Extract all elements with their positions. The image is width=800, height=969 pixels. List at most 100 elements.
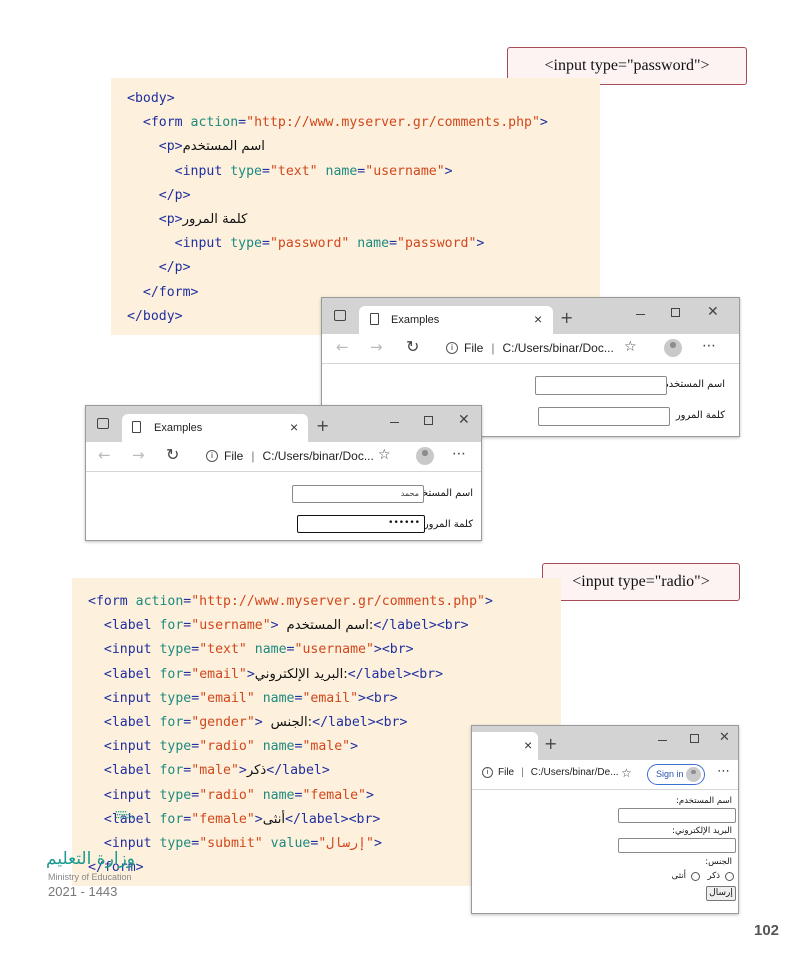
gender-label: الجنس: [705,857,732,867]
code-token: = [183,715,192,731]
code-token: "female" [191,811,255,827]
refresh-icon[interactable]: ↻ [406,337,420,356]
back-icon[interactable]: ← [336,338,349,356]
username-input[interactable] [535,376,667,395]
back-icon[interactable]: ← [98,446,111,464]
code-token: "password" [397,236,477,252]
tab-examples[interactable]: × [472,732,538,760]
profile-avatar[interactable] [664,339,682,357]
code-token: "radio" [199,787,255,803]
close-window-icon[interactable]: ✕ [458,412,470,428]
code-token: = [183,618,192,634]
tab-examples[interactable]: Examples × [359,306,553,334]
new-tab-icon[interactable]: + [316,416,330,435]
favorite-icon[interactable]: ☆ [378,447,391,463]
password-input[interactable]: •••••• [297,515,425,533]
code-token: </form> [88,860,144,876]
code-token: > [485,594,493,609]
code-token: type [230,236,262,252]
forward-icon[interactable]: → [370,338,383,356]
password-label: كلمة المرور [675,410,725,421]
favorite-icon[interactable]: ☆ [621,766,632,780]
code-token: name [357,236,390,252]
code-line: </form> [127,281,548,305]
code-token: </p> [127,187,191,203]
maximize-icon[interactable] [671,308,680,317]
address-separator: | [251,449,255,463]
info-icon: i [446,342,458,354]
more-options-icon[interactable]: ⋯ [452,446,466,462]
code-token [247,642,255,657]
address-separator: | [521,767,524,778]
code-line: <input type="radio" name="male"> [88,735,493,759]
address-toolbar: ← → ↻ i File | C:/Users/binar/Doc... ☆ ⋯ [322,334,739,364]
username-input[interactable]: محمد [292,485,424,503]
address-prefix: File [224,449,244,463]
code-line: <form action="http://www.myserver.gr/com… [88,590,493,614]
code-line: <input type="text" name="username"> [127,160,548,184]
code-token: = [191,836,200,852]
more-options-icon[interactable]: ⋯ [702,338,716,354]
address-path: C:/Users/binar/Doc... [502,341,614,355]
code-token: <input [88,690,160,706]
maximize-icon[interactable] [424,416,433,425]
male-label: ذكر [707,871,720,881]
email-input[interactable] [618,838,736,853]
more-options-icon[interactable]: ⋯ [717,764,730,779]
close-tab-icon[interactable]: × [524,737,533,753]
minimize-icon[interactable] [658,740,667,741]
page-number: 102 [754,922,780,939]
code-token: الجنس: [270,715,313,731]
code-token: > [254,715,271,731]
close-window-icon[interactable]: ✕ [719,730,730,745]
minimize-icon[interactable] [636,314,645,315]
code-token: </label> [266,763,330,779]
address-prefix: File [464,341,484,355]
female-radio[interactable] [691,872,700,881]
tab-actions-icon[interactable] [334,310,346,321]
code-token: <form [127,115,191,131]
address-bar[interactable]: i File | C:/Users/binar/De... [482,767,619,778]
code-token: <input [127,163,231,179]
code-line: <input type="email" name="email"><br> [88,687,493,711]
minimize-icon[interactable] [390,422,399,423]
address-bar[interactable]: i File | C:/Users/binar/Doc... [446,341,614,355]
code-token: > [270,618,287,634]
new-tab-icon[interactable]: + [560,308,574,327]
code-token: </p> [127,260,191,276]
code-token: </label><br> [347,666,444,682]
code-token: ذكر [246,763,267,779]
tab-actions-icon[interactable] [97,418,109,429]
forward-icon[interactable]: → [132,446,145,464]
code-token: = [191,787,200,803]
sign-in-button[interactable]: Sign in [647,764,705,785]
code-token: ><br> [373,642,414,658]
code-line: </p> [127,256,548,280]
close-tab-icon[interactable]: × [290,419,299,435]
tab-examples[interactable]: Examples × [122,414,308,442]
address-bar[interactable]: i File | C:/Users/binar/Doc... [206,449,374,463]
username-input[interactable] [618,808,736,823]
info-icon: i [206,450,218,462]
info-icon: i [482,767,493,778]
code-token: "text" [199,642,247,658]
new-tab-icon[interactable]: + [544,734,558,753]
male-radio[interactable] [725,872,734,881]
password-input[interactable] [538,407,670,426]
code-token: = [238,115,247,131]
code-line: <p>كلمة المرور [127,208,548,232]
maximize-icon[interactable] [690,734,699,743]
profile-avatar[interactable] [416,447,434,465]
code-token: value [270,836,311,852]
close-tab-icon[interactable]: × [534,311,543,327]
profile-avatar [686,767,701,782]
close-window-icon[interactable]: ✕ [707,304,719,320]
code-token: type [159,787,192,803]
refresh-icon[interactable]: ↻ [166,445,180,464]
favorite-icon[interactable]: ☆ [624,339,637,355]
code-token: </label><br> [312,715,408,731]
submit-button[interactable]: إرسال [706,886,736,901]
code-token: "email" [199,690,255,706]
code-token: اسم المستخدم [182,139,265,155]
code-token: <label [88,618,160,634]
